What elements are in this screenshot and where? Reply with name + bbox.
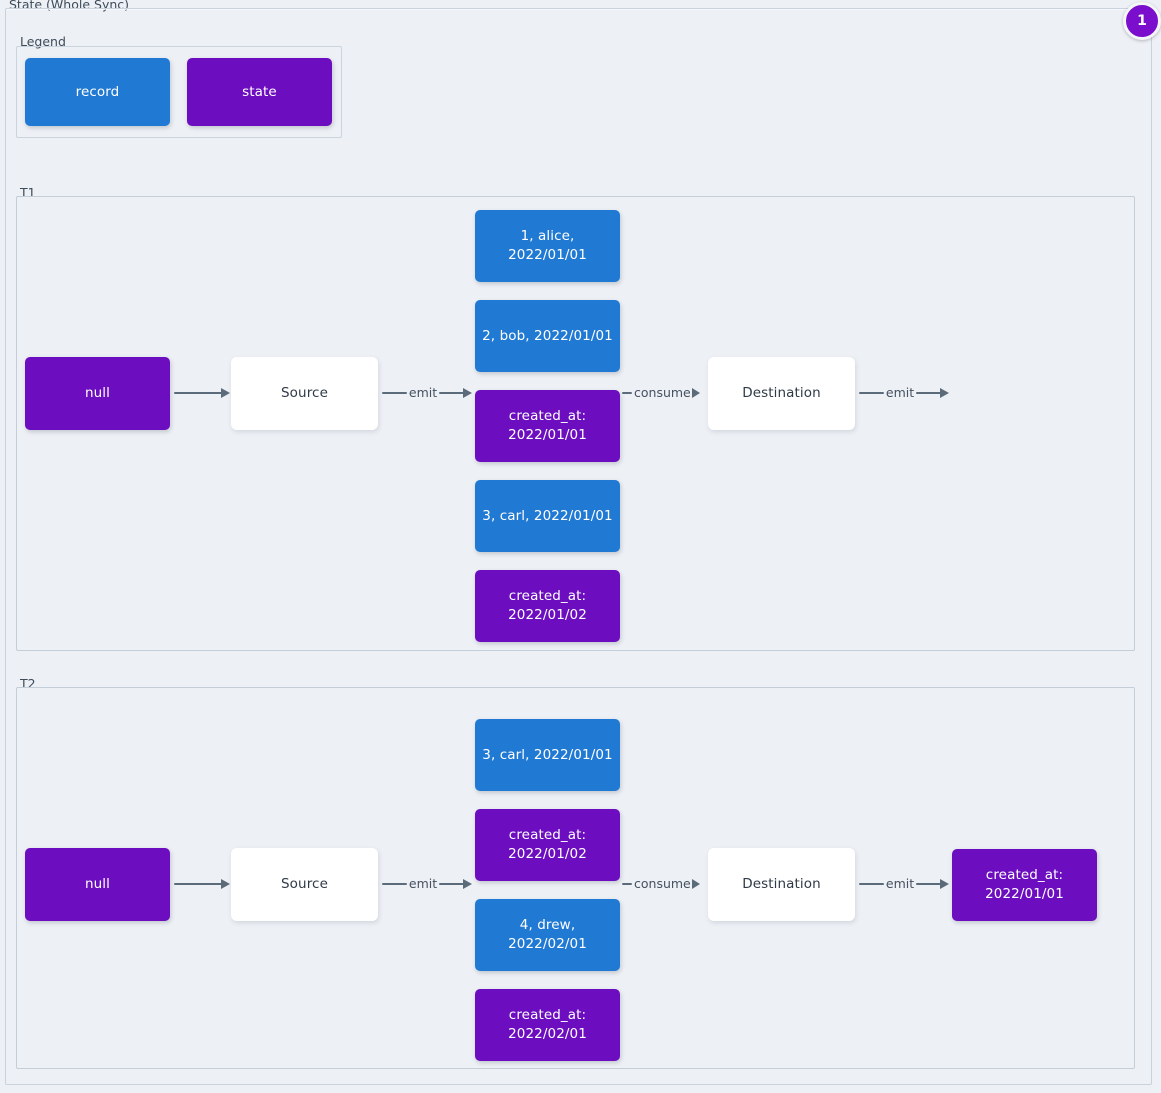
t1-initial-state-node: null	[25, 357, 170, 430]
t1-edge-source-emit: emit	[382, 383, 472, 403]
arrowhead-icon	[691, 388, 700, 398]
t1-edge-consume: consume	[622, 383, 706, 403]
t2-source-node: Source	[231, 848, 378, 921]
t2-destination-node: Destination	[708, 848, 855, 921]
page-title: State (Whole Sync)	[7, 0, 134, 12]
t2-stream-item-3: created_at: 2022/02/01	[475, 989, 620, 1061]
arrowhead-icon	[940, 388, 949, 398]
diagram-frame: State (Whole Sync)	[5, 0, 1152, 1085]
status-badge[interactable]: 1	[1123, 2, 1161, 40]
t2-stream-item-2: 4, drew, 2022/02/01	[475, 899, 620, 971]
t1-edge-destination-emit-line	[859, 391, 884, 395]
t2-edge-consume-line	[622, 882, 632, 886]
t2-edge-destination-emit-line	[859, 882, 884, 886]
section-t2-border	[16, 687, 1135, 1069]
section-t1: T1	[16, 186, 1135, 651]
t2-initial-state-node: null	[25, 848, 170, 921]
t1-edge-destination-emit-label: emit	[885, 385, 915, 400]
t1-edge-state-to-source-line	[174, 391, 222, 395]
t1-edge-source-emit-label: emit	[408, 385, 438, 400]
t2-edge-state-to-source-line	[174, 882, 222, 886]
t2-output-state-node: created_at: 2022/01/01	[952, 849, 1097, 921]
t1-destination-node: Destination	[708, 357, 855, 430]
arrowhead-icon	[463, 879, 472, 889]
arrowhead-icon	[463, 388, 472, 398]
section-t2: T2	[16, 677, 1135, 1069]
t2-edge-destination-emit: emit	[859, 874, 949, 894]
t1-edge-consume-label: consume	[634, 385, 691, 400]
t1-edge-source-emit-line	[382, 391, 407, 395]
arrowhead-icon	[940, 879, 949, 889]
arrowhead-icon	[691, 879, 700, 889]
arrowhead-icon	[221, 879, 230, 889]
t1-edge-destination-emit: emit	[859, 383, 949, 403]
t1-source-node: Source	[231, 357, 378, 430]
t2-edge-source-emit-line2	[439, 882, 464, 886]
t1-stream-item-4: created_at: 2022/01/02	[475, 570, 620, 642]
t1-edge-destination-emit-line2	[916, 391, 941, 395]
legend-border	[16, 46, 342, 138]
t1-edge-consume-line	[622, 391, 632, 395]
t2-edge-consume-label: consume	[634, 876, 691, 891]
t1-edge-state-to-source	[174, 383, 230, 403]
t1-stream-item-2: created_at: 2022/01/01	[475, 390, 620, 462]
diagram-frame-border	[5, 8, 1152, 1085]
arrowhead-icon	[221, 388, 230, 398]
legend: Legend	[16, 35, 342, 138]
t1-stream-item-0: 1, alice, 2022/01/01	[475, 210, 620, 282]
t1-stream-item-1: 2, bob, 2022/01/01	[475, 300, 620, 372]
t2-edge-state-to-source	[174, 874, 230, 894]
t2-stream-item-0: 3, carl, 2022/01/01	[475, 719, 620, 791]
t2-edge-source-emit-label: emit	[408, 876, 438, 891]
t2-edge-source-emit-line	[382, 882, 407, 886]
t2-edge-consume: consume	[622, 874, 706, 894]
t2-edge-destination-emit-label: emit	[885, 876, 915, 891]
t2-edge-source-emit: emit	[382, 874, 472, 894]
t2-stream-item-1: created_at: 2022/01/02	[475, 809, 620, 881]
legend-swatch-record: record	[25, 58, 170, 126]
legend-label: Legend	[18, 35, 70, 49]
t2-edge-destination-emit-line2	[916, 882, 941, 886]
t1-edge-source-emit-line2	[439, 391, 464, 395]
section-t1-border	[16, 196, 1135, 651]
t1-stream-item-3: 3, carl, 2022/01/01	[475, 480, 620, 552]
legend-swatch-state: state	[187, 58, 332, 126]
